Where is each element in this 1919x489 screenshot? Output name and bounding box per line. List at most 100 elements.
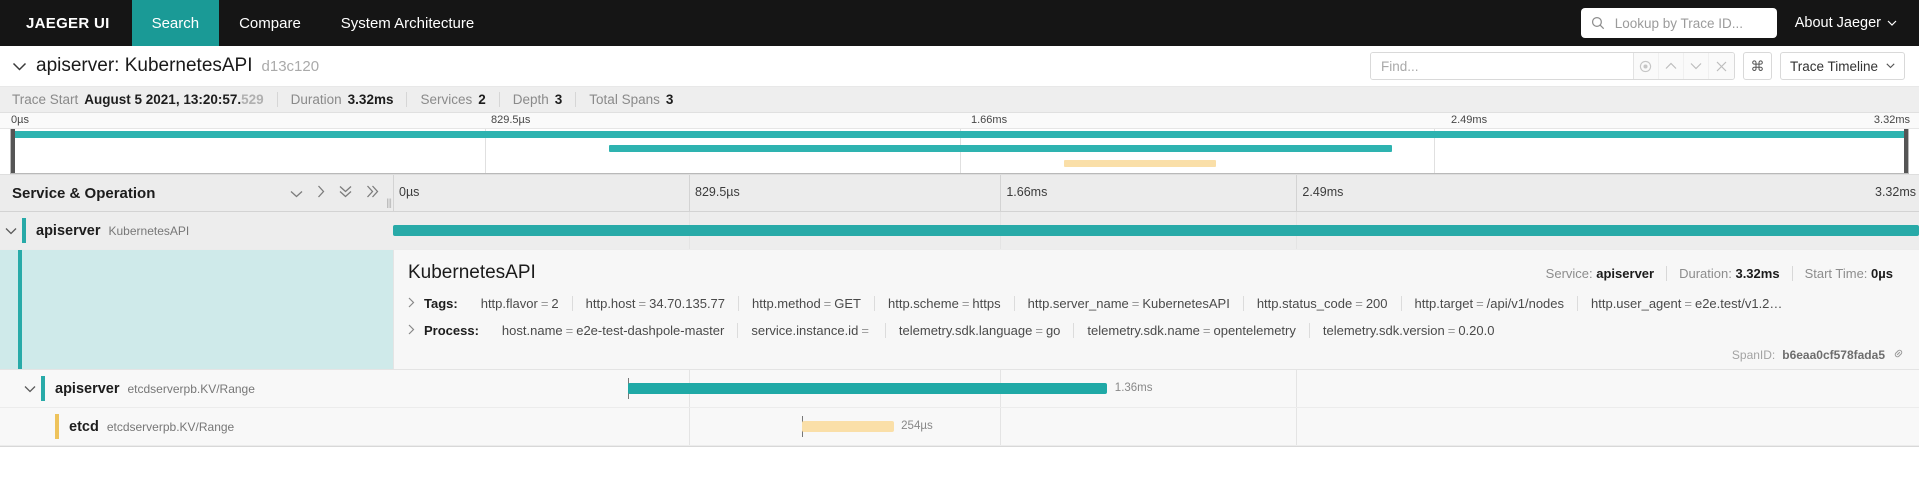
find-input[interactable] <box>1370 53 1633 79</box>
span-name-column[interactable]: apiserver etcdserverpb.KV/Range <box>0 370 393 407</box>
span-name-column[interactable]: apiserver KubernetesAPI <box>0 212 393 249</box>
meta-duration: Duration 3.32ms <box>276 92 407 107</box>
span-operation-name: etcdserverpb.KV/Range <box>127 381 255 396</box>
span-id-label: SpanID: <box>1731 348 1776 362</box>
expand-process-icon[interactable] <box>408 324 424 338</box>
span-id-row: SpanID: b6eaa0cf578fada5 <box>408 347 1905 363</box>
tag-http-server-name: http.server_name=KubernetesAPI <box>1015 296 1244 311</box>
meta-label: Trace Start <box>12 92 79 107</box>
view-mode-select[interactable]: Trace Timeline <box>1779 52 1905 80</box>
meta-value: 3 <box>665 92 674 107</box>
process-label: Process: <box>424 323 479 338</box>
deep-link-icon[interactable] <box>1892 347 1905 363</box>
minimap-bar-child <box>608 145 1392 152</box>
meta-value: 2 <box>478 92 486 107</box>
span-bar-column[interactable]: 254µs <box>393 408 1919 445</box>
timeline-tick-0: 0µs <box>393 175 419 211</box>
expand-tags-icon[interactable] <box>408 297 424 311</box>
minimap-tick-3: 2.49ms <box>1451 114 1488 126</box>
span-duration-bar[interactable] <box>801 421 894 432</box>
collapse-one-icon[interactable] <box>290 185 303 201</box>
prev-match-icon[interactable] <box>1659 53 1684 79</box>
span-service-name: apiserver <box>55 380 120 397</box>
span-detail-title: KubernetesAPI <box>408 262 536 283</box>
span-detail-body: KubernetesAPI Service: apiserver Duratio… <box>393 250 1919 370</box>
span-row[interactable]: apiserver etcdserverpb.KV/Range 1.36ms <box>0 370 1919 408</box>
clear-search-icon[interactable] <box>1709 53 1734 79</box>
meta-value: 3 <box>554 92 563 107</box>
top-navbar: JAEGER UI Search Compare System Architec… <box>0 0 1919 46</box>
tag-http-status-code: http.status_code=200 <box>1244 296 1402 311</box>
span-row[interactable]: apiserver KubernetesAPI <box>0 212 1919 250</box>
process-service-instance-id: service.instance.id= <box>738 323 886 338</box>
span-bar-column[interactable]: 1.36ms <box>393 370 1919 407</box>
meta-total-spans: Total Spans 3 <box>575 92 686 107</box>
minimap-tick-row: 0µs 829.5µs 1.66ms 2.49ms 3.32ms <box>0 113 1919 129</box>
span-detail-header: KubernetesAPI Service: apiserver Duratio… <box>408 262 1905 284</box>
timeline-column-header: Service & Operation ||| 0µs 829.5µs 1.66… <box>0 175 1919 212</box>
nav-item-search[interactable]: Search <box>131 0 220 46</box>
span-process-row[interactable]: Process: host.name=e2e-test-dashpole-mas… <box>408 323 1905 338</box>
minimap-drag-handle-left[interactable] <box>11 129 15 173</box>
navbar-right-group: About Jaeger <box>1580 0 1919 46</box>
collapse-all-icon[interactable] <box>339 185 352 201</box>
minimap-tick-0: 0µs <box>11 114 29 126</box>
span-collapse-icon[interactable] <box>19 385 41 393</box>
process-host-name: host.name=e2e-test-dashpole-master <box>489 323 739 338</box>
keyboard-shortcuts-button[interactable]: ⌘ <box>1742 52 1772 80</box>
span-duration-label: 1.36ms <box>1114 382 1153 394</box>
tag-http-flavor: http.flavor=2 <box>468 296 573 311</box>
focus-matches-icon[interactable] <box>1634 53 1659 79</box>
trace-id-lookup[interactable] <box>1580 8 1777 38</box>
span-service-name: apiserver <box>36 222 101 239</box>
chevron-down-icon <box>1887 20 1897 27</box>
minimap-bar-root <box>11 131 1908 138</box>
page-title: apiserver: KubernetesAPI <box>36 55 253 76</box>
meta-trace-start: Trace Start August 5 2021, 13:20:57.529 <box>12 92 277 107</box>
expand-all-icon[interactable] <box>366 185 379 201</box>
span-detail-meta: Service: apiserver Duration: 3.32ms Star… <box>1534 266 1905 281</box>
minimap-tick-2: 1.66ms <box>971 114 1008 126</box>
expand-one-icon[interactable] <box>317 185 325 201</box>
timeline-tick-3: 2.49ms <box>1296 175 1343 211</box>
column-resize-handle[interactable]: ||| <box>386 198 392 209</box>
collapse-trace-header-icon[interactable] <box>12 62 27 71</box>
detail-start-time: Start Time: 0µs <box>1791 266 1905 281</box>
minimap-bar-etcd <box>1063 160 1216 167</box>
span-duration-label: 254µs <box>901 420 933 432</box>
nav-item-compare[interactable]: Compare <box>239 14 301 32</box>
span-collapse-icon[interactable] <box>0 227 22 235</box>
span-color-bar <box>22 218 26 243</box>
nav-item-system-architecture[interactable]: System Architecture <box>340 14 475 32</box>
find-box[interactable] <box>1369 52 1735 80</box>
span-tags-row[interactable]: Tags: http.flavor=2 http.host=34.70.135.… <box>408 296 1905 311</box>
meta-label: Duration <box>290 92 342 107</box>
minimap-body[interactable] <box>10 129 1909 174</box>
span-duration-bar[interactable] <box>393 225 1919 236</box>
span-bar-column[interactable] <box>393 212 1919 249</box>
brand-logo[interactable]: JAEGER UI <box>26 14 110 32</box>
meta-label: Total Spans <box>589 92 660 107</box>
trace-id-input[interactable] <box>1612 14 1767 32</box>
span-operation-name: KubernetesAPI <box>108 223 190 238</box>
minimap-drag-handle-right[interactable] <box>1904 129 1908 173</box>
span-label: apiserver etcdserverpb.KV/Range <box>45 381 255 397</box>
timeline-gridline <box>1000 408 1002 445</box>
service-operation-header: Service & Operation ||| <box>0 175 393 211</box>
timeline-tick-2: 1.66ms <box>1000 175 1047 211</box>
span-duration-bar[interactable] <box>628 383 1108 394</box>
detail-service: Service: apiserver <box>1545 266 1655 281</box>
trace-meta-row: Trace Start August 5 2021, 13:20:57.529 … <box>0 87 1919 113</box>
span-operation-name: etcdserverpb.KV/Range <box>106 419 235 434</box>
span-row[interactable]: etcd etcdserverpb.KV/Range 254µs <box>0 408 1919 446</box>
next-match-icon[interactable] <box>1684 53 1709 79</box>
process-telemetry-sdk-version: telemetry.sdk.version=0.20.0 <box>1322 323 1495 338</box>
meta-depth: Depth 3 <box>498 92 576 107</box>
span-name-column[interactable]: etcd etcdserverpb.KV/Range <box>0 408 393 445</box>
timeline-gridline <box>1296 370 1298 407</box>
timeline-gridline <box>1296 408 1298 445</box>
about-jaeger-menu[interactable]: About Jaeger <box>1795 15 1897 31</box>
span-detail-accent-bar <box>18 250 22 369</box>
meta-label: Depth <box>512 92 549 107</box>
trace-minimap[interactable]: 0µs 829.5µs 1.66ms 2.49ms 3.32ms <box>0 113 1919 175</box>
